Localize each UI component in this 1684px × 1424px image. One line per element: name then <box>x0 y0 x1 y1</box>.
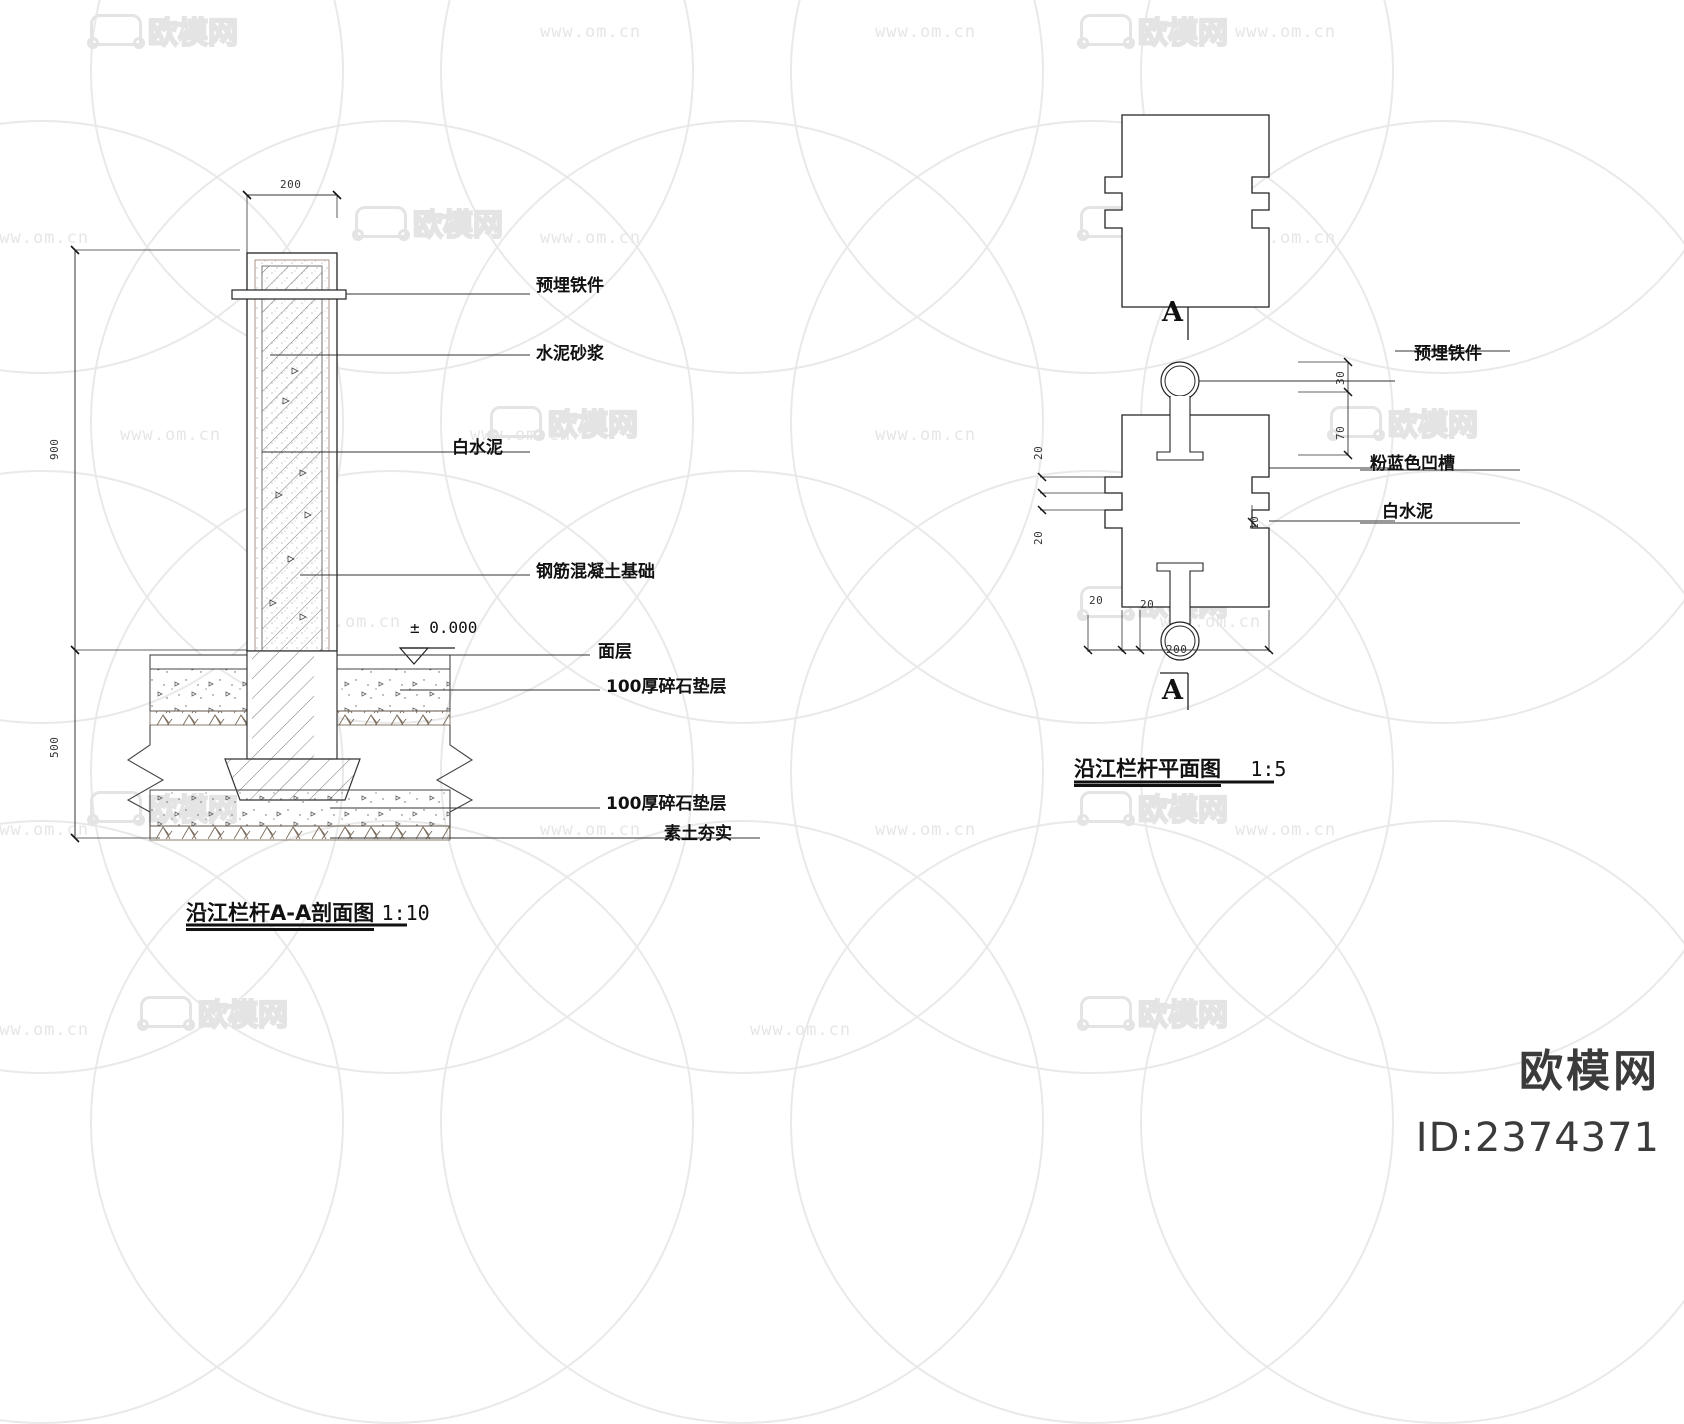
dim-height-above: 900 <box>48 438 61 460</box>
plan-view-title: 沿江栏杆平面图 1:5 <box>1074 753 1287 787</box>
plan-title-text: 沿江栏杆平面图 <box>1074 757 1221 787</box>
section-view-title: 沿江栏杆A-A剖面图 1:10 <box>186 897 430 931</box>
section-title-scale: 1:10 <box>381 901 430 925</box>
elevation-mark: ± 0.000 <box>410 618 478 637</box>
site-brand: 欧模网 <box>1519 1046 1660 1097</box>
label-compacted-soil: 素土夯实 <box>664 824 732 844</box>
plan-label-embedded-iron: 预埋铁件 <box>1414 344 1482 364</box>
dim-top-width: 200 <box>280 178 302 191</box>
section-title-text: 沿江栏杆A-A剖面图 <box>186 901 375 931</box>
label-embedded-iron: 预埋铁件 <box>536 276 604 296</box>
dim-plan-right-mid: 70 <box>1334 425 1347 440</box>
label-gravel-bed-upper: 100厚碎石垫层 <box>606 677 727 697</box>
plan-label-white-cement: 白水泥 <box>1382 502 1433 522</box>
cad-geometry <box>70 114 1520 927</box>
dim-plan-right-upper: 30 <box>1334 370 1347 385</box>
label-gravel-bed-lower: 100厚碎石垫层 <box>606 794 727 814</box>
dim-plan-overall-width: 200 <box>1166 643 1188 656</box>
dim-depth-below: 500 <box>48 736 61 758</box>
label-rc-foundation: 钢筋混凝土基础 <box>536 562 655 582</box>
geometry-layer: 200 900 500 预埋铁件 水泥砂浆 白水泥 钢筋混凝土基础 面层 100… <box>48 114 1520 931</box>
model-id: ID:2374371 <box>1415 1115 1660 1161</box>
dim-plan-left-upper: 20 <box>1032 445 1045 460</box>
label-white-cement: 白水泥 <box>452 438 503 458</box>
dim-plan-bottom-outer: 20 <box>1089 594 1104 607</box>
section-mark-a-top: A <box>1162 297 1183 328</box>
section-mark-a-bottom: A <box>1162 675 1183 706</box>
plan-title-scale: 1:5 <box>1250 757 1287 781</box>
label-cement-mortar: 水泥砂浆 <box>536 344 604 364</box>
dim-plan-left-lower: 20 <box>1032 530 1045 545</box>
dim-plan-bottom-inner: 20 <box>1140 598 1155 611</box>
dim-plan-right-small: 10 <box>1248 515 1261 530</box>
label-surface-layer: 面层 <box>598 642 632 662</box>
plan-label-blue-groove: 粉蓝色凹槽 <box>1370 454 1455 474</box>
